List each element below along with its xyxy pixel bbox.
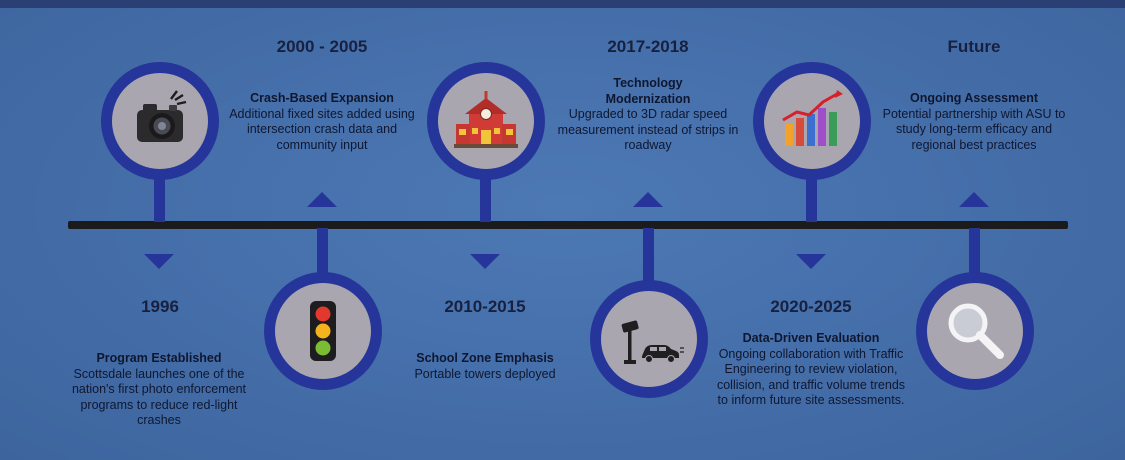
milestone-title: School Zone Emphasis xyxy=(416,351,554,365)
bar-chart-trend-icon xyxy=(782,90,843,146)
pointer-up xyxy=(959,192,989,207)
milestone-description: Potential partnership with ASU to study … xyxy=(882,106,1066,152)
timeline-stem xyxy=(317,228,328,280)
milestone-circle-future xyxy=(916,272,1034,390)
milestone-circle-2000-2005 xyxy=(264,272,382,390)
camera-icon xyxy=(137,90,187,142)
milestone-description: Portable towers deployed xyxy=(414,366,556,381)
pointer-up xyxy=(633,192,663,207)
pointer-down xyxy=(144,254,174,269)
milestone-title: Program Established xyxy=(96,351,222,365)
milestone-circle-2020-2025 xyxy=(753,62,871,180)
milestone-title: Crash-Based Expansion xyxy=(250,91,394,105)
milestone-description-block: Data-Driven Evaluation Ongoing collabora… xyxy=(716,331,906,409)
top-border xyxy=(0,0,1125,8)
milestone-circle-2017-2018 xyxy=(590,280,708,398)
milestone-circle-1996 xyxy=(101,62,219,180)
timeline-axis xyxy=(68,221,1068,229)
milestone-year: 2000 - 2005 xyxy=(276,37,368,56)
milestone-description-block: Program Established Scottsdale launches … xyxy=(64,351,254,429)
milestone-description: Additional fixed sites added using inter… xyxy=(229,106,415,152)
pointer-down xyxy=(796,254,826,269)
milestone-year: Future xyxy=(947,37,1001,56)
pointer-up xyxy=(307,192,337,207)
milestone-description-block: Technology Modernization Upgraded to 3D … xyxy=(553,76,743,154)
milestone-circle-2010-2015 xyxy=(427,62,545,180)
milestone-year: 1996 xyxy=(141,297,179,316)
milestone-description: Upgraded to 3D radar speed measurement i… xyxy=(557,107,739,152)
milestone-description-block: Ongoing Assessment Potential partnership… xyxy=(879,91,1069,153)
timeline-stem xyxy=(806,158,817,222)
magnifying-glass-icon xyxy=(948,303,1004,359)
timeline-stem xyxy=(480,158,491,222)
milestone-year: 2010-2015 xyxy=(444,297,526,316)
school-icon xyxy=(454,91,518,148)
traffic-light-icon xyxy=(310,301,336,361)
milestone-description: Scottsdale launches one of the nation's … xyxy=(71,366,246,428)
milestone-title: Ongoing Assessment xyxy=(909,91,1039,105)
milestone-title: Data-Driven Evaluation xyxy=(742,331,880,345)
milestone-description-block: Crash-Based Expansion Additional fixed s… xyxy=(227,91,417,153)
milestone-description: Ongoing collaboration with Traffic Engin… xyxy=(716,346,906,408)
milestone-title: Technology Modernization xyxy=(605,76,691,106)
timeline-stem xyxy=(969,228,980,280)
milestone-year: 2017-2018 xyxy=(607,37,689,56)
milestone-description-block: School Zone Emphasis Portable towers dep… xyxy=(390,351,580,382)
pointer-down xyxy=(470,254,500,269)
timeline-stem xyxy=(154,158,165,222)
timeline-stem xyxy=(643,228,654,288)
speed-camera-car-icon xyxy=(621,320,684,364)
milestone-year: 2020-2025 xyxy=(770,297,852,316)
